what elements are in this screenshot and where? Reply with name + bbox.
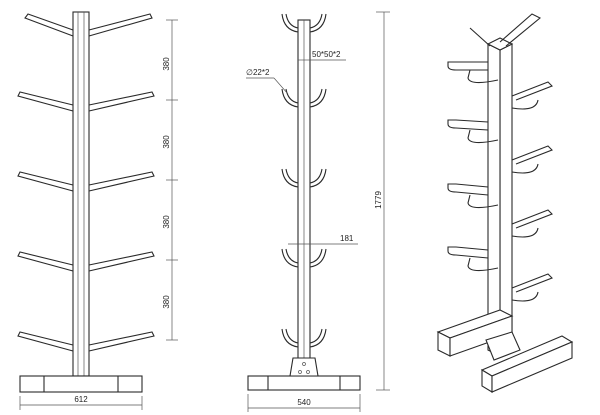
side-base-dim: 540	[247, 394, 361, 412]
front-spacing-label-1: 380	[162, 57, 171, 71]
front-arms	[17, 13, 155, 352]
iso-base	[436, 309, 574, 393]
iso-arms-left	[447, 61, 499, 272]
front-spacing-label-4: 380	[162, 295, 171, 309]
side-base	[247, 375, 361, 391]
side-diameter-dim: ∅22*2	[246, 68, 289, 95]
iso-post	[499, 43, 513, 357]
side-view: 50*50*2 ∅22*2 181 1779 540	[246, 11, 390, 412]
front-vertical-dims: 380 380 380 380	[162, 19, 178, 341]
total-height-label: 1779	[374, 191, 383, 209]
front-post	[72, 11, 90, 377]
side-section-dim: 50*50*2	[298, 50, 346, 61]
side-arms	[281, 13, 327, 348]
side-base-plate	[289, 357, 319, 377]
front-view: 380 380 380 380 612	[17, 11, 178, 410]
front-base-dim: 612	[19, 395, 143, 410]
arm-width-label: 181	[340, 234, 354, 243]
front-base-width-label: 612	[74, 395, 88, 404]
front-spacing-label-2: 380	[162, 135, 171, 149]
side-height-dim: 1779	[374, 11, 390, 391]
front-spacing-label-3: 380	[162, 215, 171, 229]
side-arm-width-dim: 181	[288, 234, 358, 245]
post-section-label: 50*50*2	[312, 50, 341, 59]
iso-view	[436, 13, 574, 393]
front-base	[19, 375, 143, 393]
side-base-width-label: 540	[297, 398, 311, 407]
iso-arms-right	[511, 81, 553, 302]
tube-diameter-label: ∅22*2	[246, 68, 270, 77]
